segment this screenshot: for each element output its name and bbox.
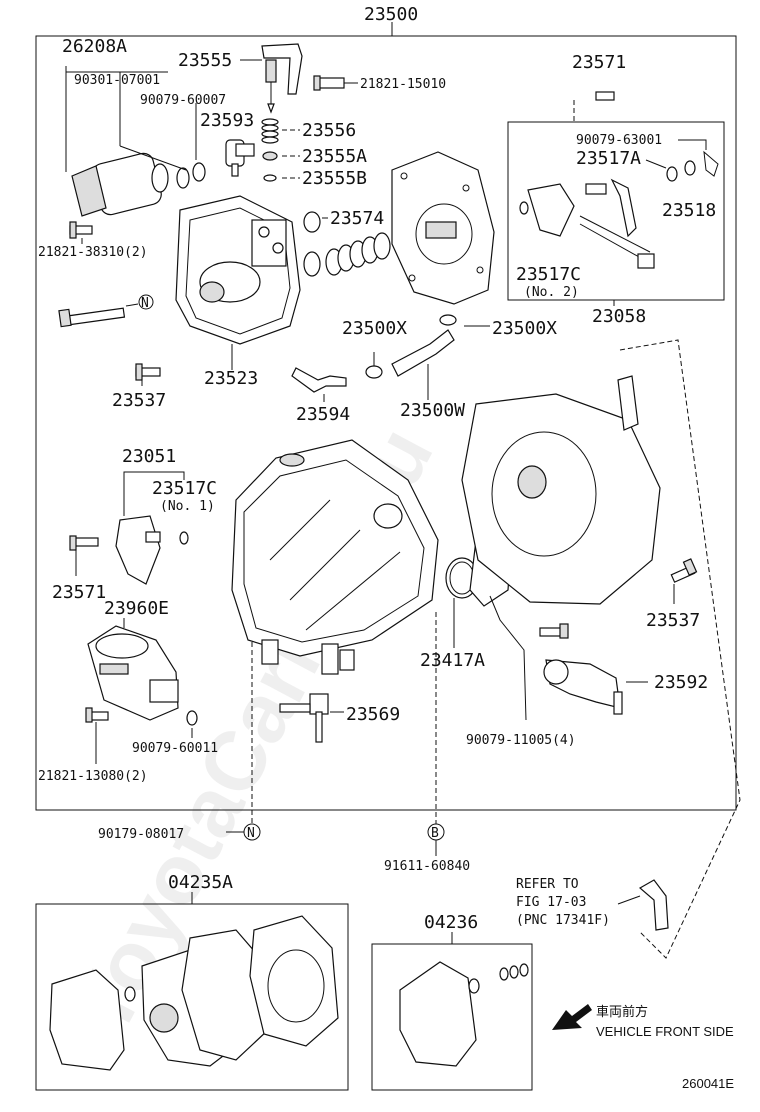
sub-assembly-box-23058: [507, 121, 725, 301]
actuator-26208a: [71, 152, 206, 217]
label-23555a: 23555A: [302, 146, 367, 167]
label-23051: 23051: [122, 446, 176, 467]
label-90079-11005: 90079-11005(4): [466, 733, 576, 748]
label-23518: 23518: [662, 200, 716, 221]
label-23555: 23555: [178, 50, 232, 71]
fitting-23594: [291, 367, 347, 393]
fitting-23593: [225, 139, 255, 177]
label-23058: 23058: [592, 306, 646, 327]
screw-21821-15010: [313, 75, 345, 91]
front-label-jp: 車両前方: [596, 1004, 648, 1019]
label-04236: 04236: [424, 912, 478, 933]
label-26208a: 26208A: [62, 36, 127, 57]
label-23571-mid: 23571: [52, 582, 106, 603]
vehicle-front-arrow-icon: [552, 1004, 592, 1030]
label-23556: 23556: [302, 120, 356, 141]
label-90079-60007: 90079-60007: [140, 93, 226, 108]
lever-23555: [261, 43, 303, 114]
label-23523: 23523: [204, 368, 258, 389]
main-casting: [231, 439, 439, 675]
marker-n-lower: N: [247, 826, 255, 841]
label-23517c-top: 23517C: [516, 264, 581, 285]
label-21821-38310: 21821-38310(2): [38, 245, 148, 260]
label-23500x-left: 23500X: [342, 318, 407, 339]
sensor-23960e: [87, 625, 198, 726]
spring-main: [303, 232, 391, 277]
screw-21821-38310: [69, 221, 93, 239]
marker-b: B: [431, 826, 439, 841]
label-90079-60011: 90079-60011: [132, 741, 218, 756]
label-90179-08017: 90179-08017: [98, 827, 184, 842]
front-cover: [461, 375, 661, 607]
label-23960e: 23960E: [104, 598, 169, 619]
label-23517c-mid: 23517C: [152, 478, 217, 499]
label-23594: 23594: [296, 404, 350, 425]
front-label-en: VEHICLE FRONT SIDE: [596, 1024, 734, 1039]
screw-23537a: [135, 363, 161, 381]
main-assembly-frame: [35, 35, 737, 811]
label-23500w: 23500W: [400, 400, 465, 421]
refer-hose: [638, 879, 669, 931]
label-90079-63001: 90079-63001: [576, 133, 662, 148]
label-23571-top: 23571: [572, 52, 626, 73]
bolt-90079-11005: [539, 623, 569, 639]
label-23517c-mid-sub: (No. 1): [160, 499, 215, 514]
label-21821-15010: 21821-15010: [360, 77, 446, 92]
kit-04236-drawing: [399, 961, 529, 1067]
marker-n-upper: N: [141, 296, 149, 311]
refer-line-1: REFER TO: [516, 877, 579, 892]
label-23592: 23592: [654, 672, 708, 693]
kit-04235a-drawing: [49, 915, 339, 1071]
fitting-23569: [279, 693, 329, 743]
label-91611-60840: 91611-60840: [384, 859, 470, 874]
hose-23500w: [365, 314, 457, 379]
label-04235a: 04235A: [168, 872, 233, 893]
screw-23537b: [670, 558, 698, 583]
label-21821-13080: 21821-13080(2): [38, 769, 148, 784]
clip-23555b: [263, 174, 277, 182]
seat-23555a: [262, 151, 278, 161]
fitting-23592: [543, 659, 623, 715]
refer-dashed-line: [619, 339, 741, 959]
label-23417a: 23417A: [420, 650, 485, 671]
label-23537-left: 23537: [112, 390, 166, 411]
label-90301-07001: 90301-07001: [74, 73, 160, 88]
diaphragm-gasket: [391, 151, 495, 305]
screw-23571b: [69, 535, 99, 551]
linkage-23058: [519, 91, 719, 269]
regulator-body-23523: [175, 195, 301, 345]
refer-line-3: (PNC 17341F): [516, 913, 610, 928]
bolt-to-n: [58, 307, 126, 328]
label-23500x-right: 23500X: [492, 318, 557, 339]
label-23569: 23569: [346, 704, 400, 725]
label-23593: 23593: [200, 110, 254, 131]
refer-line-2: FIG 17-03: [516, 895, 586, 910]
label-main-part: 23500: [364, 4, 418, 25]
label-23537-right: 23537: [646, 610, 700, 631]
switch-23051: [115, 515, 189, 585]
label-23574: 23574: [330, 208, 384, 229]
label-23555b: 23555B: [302, 168, 367, 189]
label-23517a: 23517A: [576, 148, 641, 169]
oring-23574: [303, 211, 321, 233]
label-23517c-top-sub: (No. 2): [524, 285, 579, 300]
screw-21821-13080: [85, 707, 109, 723]
spring-23556: [261, 118, 279, 144]
figure-id: 260041E: [682, 1076, 734, 1091]
